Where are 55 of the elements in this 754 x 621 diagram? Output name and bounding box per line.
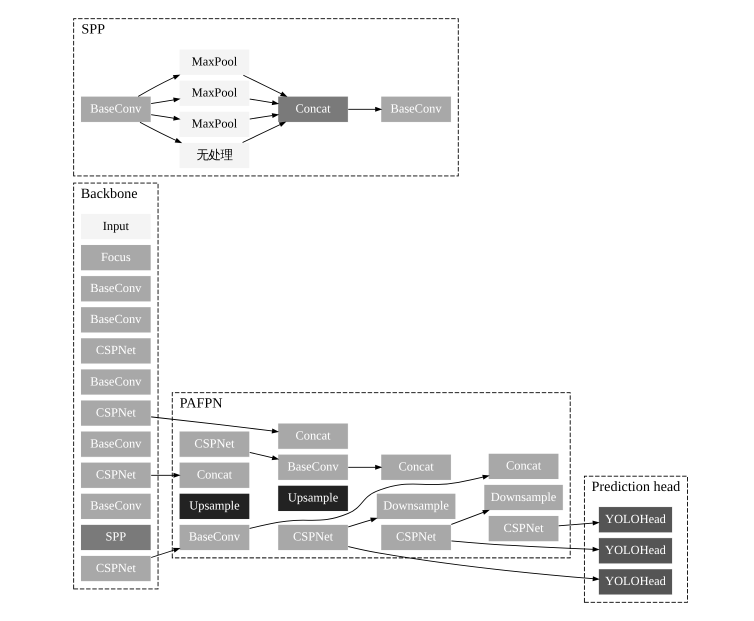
node-box: Focus: [80, 244, 152, 271]
arrow: [348, 518, 378, 528]
node-box: Downsample: [376, 493, 456, 520]
node-box: Concat: [278, 423, 348, 450]
node-box: BaseConv: [80, 306, 152, 333]
node-box: SPP: [80, 524, 152, 551]
node-box: BaseConv: [80, 276, 152, 302]
node-box: 无处理: [179, 142, 250, 169]
arrow: [450, 510, 490, 525]
arrow: [140, 122, 182, 144]
arrow: [150, 548, 181, 558]
arrow: [150, 97, 181, 104]
arrow: [242, 74, 288, 97]
node-box: CSPNet: [80, 462, 152, 488]
node-box: CSPNet: [80, 555, 152, 582]
node-box: CSPNet: [278, 524, 348, 551]
node-box: Upsample: [179, 493, 250, 520]
node-box: Downsample: [484, 484, 564, 511]
node-box: YOLOHead: [598, 568, 673, 595]
node-box: Upsample: [278, 485, 348, 512]
arrow: [249, 113, 280, 120]
arrow: [348, 546, 600, 582]
node-box: BaseConv: [80, 368, 152, 396]
node-box: Concat: [278, 96, 348, 122]
node-box: MaxPool: [179, 80, 250, 106]
arrow: [150, 472, 181, 478]
arrow: [348, 464, 382, 470]
node-box: BaseConv: [179, 524, 250, 551]
node-box: CSPNet: [380, 524, 452, 551]
node-box: BaseConv: [80, 96, 152, 122]
node-box: BaseConv: [278, 454, 348, 480]
node-box: YOLOHead: [598, 506, 673, 533]
node-box: CSPNet: [179, 431, 250, 458]
arrow: [150, 114, 181, 121]
node-box: Concat: [488, 453, 559, 480]
node-box: BaseConv: [380, 96, 452, 122]
arrow: [450, 540, 600, 552]
node-box: MaxPool: [179, 49, 250, 76]
node-box: YOLOHead: [598, 538, 673, 564]
node-box: BaseConv: [80, 431, 152, 458]
arrow: [242, 122, 286, 143]
node-box: Concat: [380, 454, 452, 480]
node-box: BaseConv: [80, 493, 152, 520]
arrow: [138, 74, 180, 97]
arrow: [348, 106, 382, 112]
arrow: [249, 98, 280, 106]
node-box: CSPNet: [80, 400, 152, 426]
arrow: [249, 452, 280, 460]
node-box: CSPNet: [488, 515, 559, 542]
node-box: Concat: [179, 462, 250, 488]
arrow: [249, 474, 490, 529]
arrow: [150, 416, 280, 434]
arrow: [558, 520, 600, 526]
node-box: MaxPool: [179, 111, 250, 138]
node-box: CSPNet: [80, 338, 152, 364]
